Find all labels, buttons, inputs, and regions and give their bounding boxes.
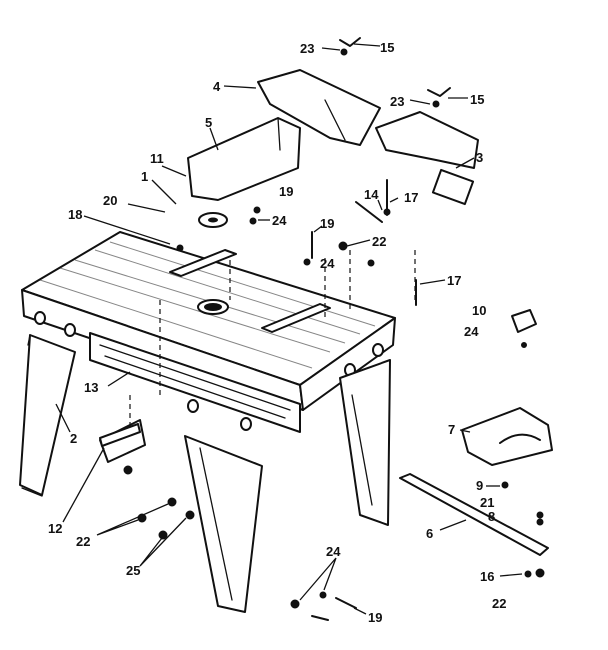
callout-19: 19 [320, 216, 334, 231]
callout-17: 17 [447, 273, 461, 288]
callout-18: 18 [68, 207, 82, 222]
callout-1: 1 [141, 169, 148, 184]
callout-23: 23 [300, 41, 314, 56]
callout-22: 22 [492, 596, 506, 611]
left-leg [19, 334, 76, 497]
callout-21: 21 [480, 495, 494, 510]
callout-19: 19 [279, 184, 293, 199]
callout-20: 20 [103, 193, 117, 208]
table-top [21, 231, 396, 433]
callout-14: 14 [364, 187, 379, 202]
callout-3: 3 [476, 150, 483, 165]
fence-clamp-part-12 [99, 423, 141, 447]
callout-5: 5 [205, 115, 212, 130]
callout-4: 4 [213, 79, 221, 94]
bracket-part-3 [375, 111, 479, 206]
callout-22: 22 [372, 234, 386, 249]
motor-housing-part-5 [187, 117, 301, 201]
callout-24: 24 [464, 324, 479, 339]
callout-22: 22 [76, 534, 90, 549]
right-leg [339, 359, 391, 526]
callout-15: 15 [380, 40, 394, 55]
bracket-part-4 [257, 69, 381, 146]
callout-19: 19 [368, 610, 382, 625]
fasteners [123, 37, 545, 621]
callout-2: 2 [70, 431, 77, 446]
callout-6: 6 [426, 526, 433, 541]
callout-7: 7 [448, 422, 455, 437]
miter-bar-part-6 [399, 473, 549, 556]
callout-15: 15 [470, 92, 484, 107]
callout-8: 8 [488, 509, 495, 524]
callout-17: 17 [404, 190, 418, 205]
callout-13: 13 [84, 380, 98, 395]
callout-labels: 15 23 4 23 15 5 3 11 1 19 20 18 24 14 17… [48, 40, 506, 625]
washer-part-20 [198, 212, 228, 228]
leader-lines [55, 43, 523, 615]
callout-16: 16 [480, 569, 494, 584]
callout-24: 24 [320, 256, 335, 271]
callout-24: 24 [326, 544, 341, 559]
front-leg [184, 435, 263, 613]
callout-24: 24 [272, 213, 287, 228]
callout-23: 23 [390, 94, 404, 109]
miter-gauge-part-7 [461, 407, 553, 466]
callout-10: 10 [472, 303, 486, 318]
callout-9: 9 [476, 478, 483, 493]
callout-25: 25 [126, 563, 140, 578]
callout-11: 11 [150, 151, 164, 166]
callout-12: 12 [48, 521, 62, 536]
